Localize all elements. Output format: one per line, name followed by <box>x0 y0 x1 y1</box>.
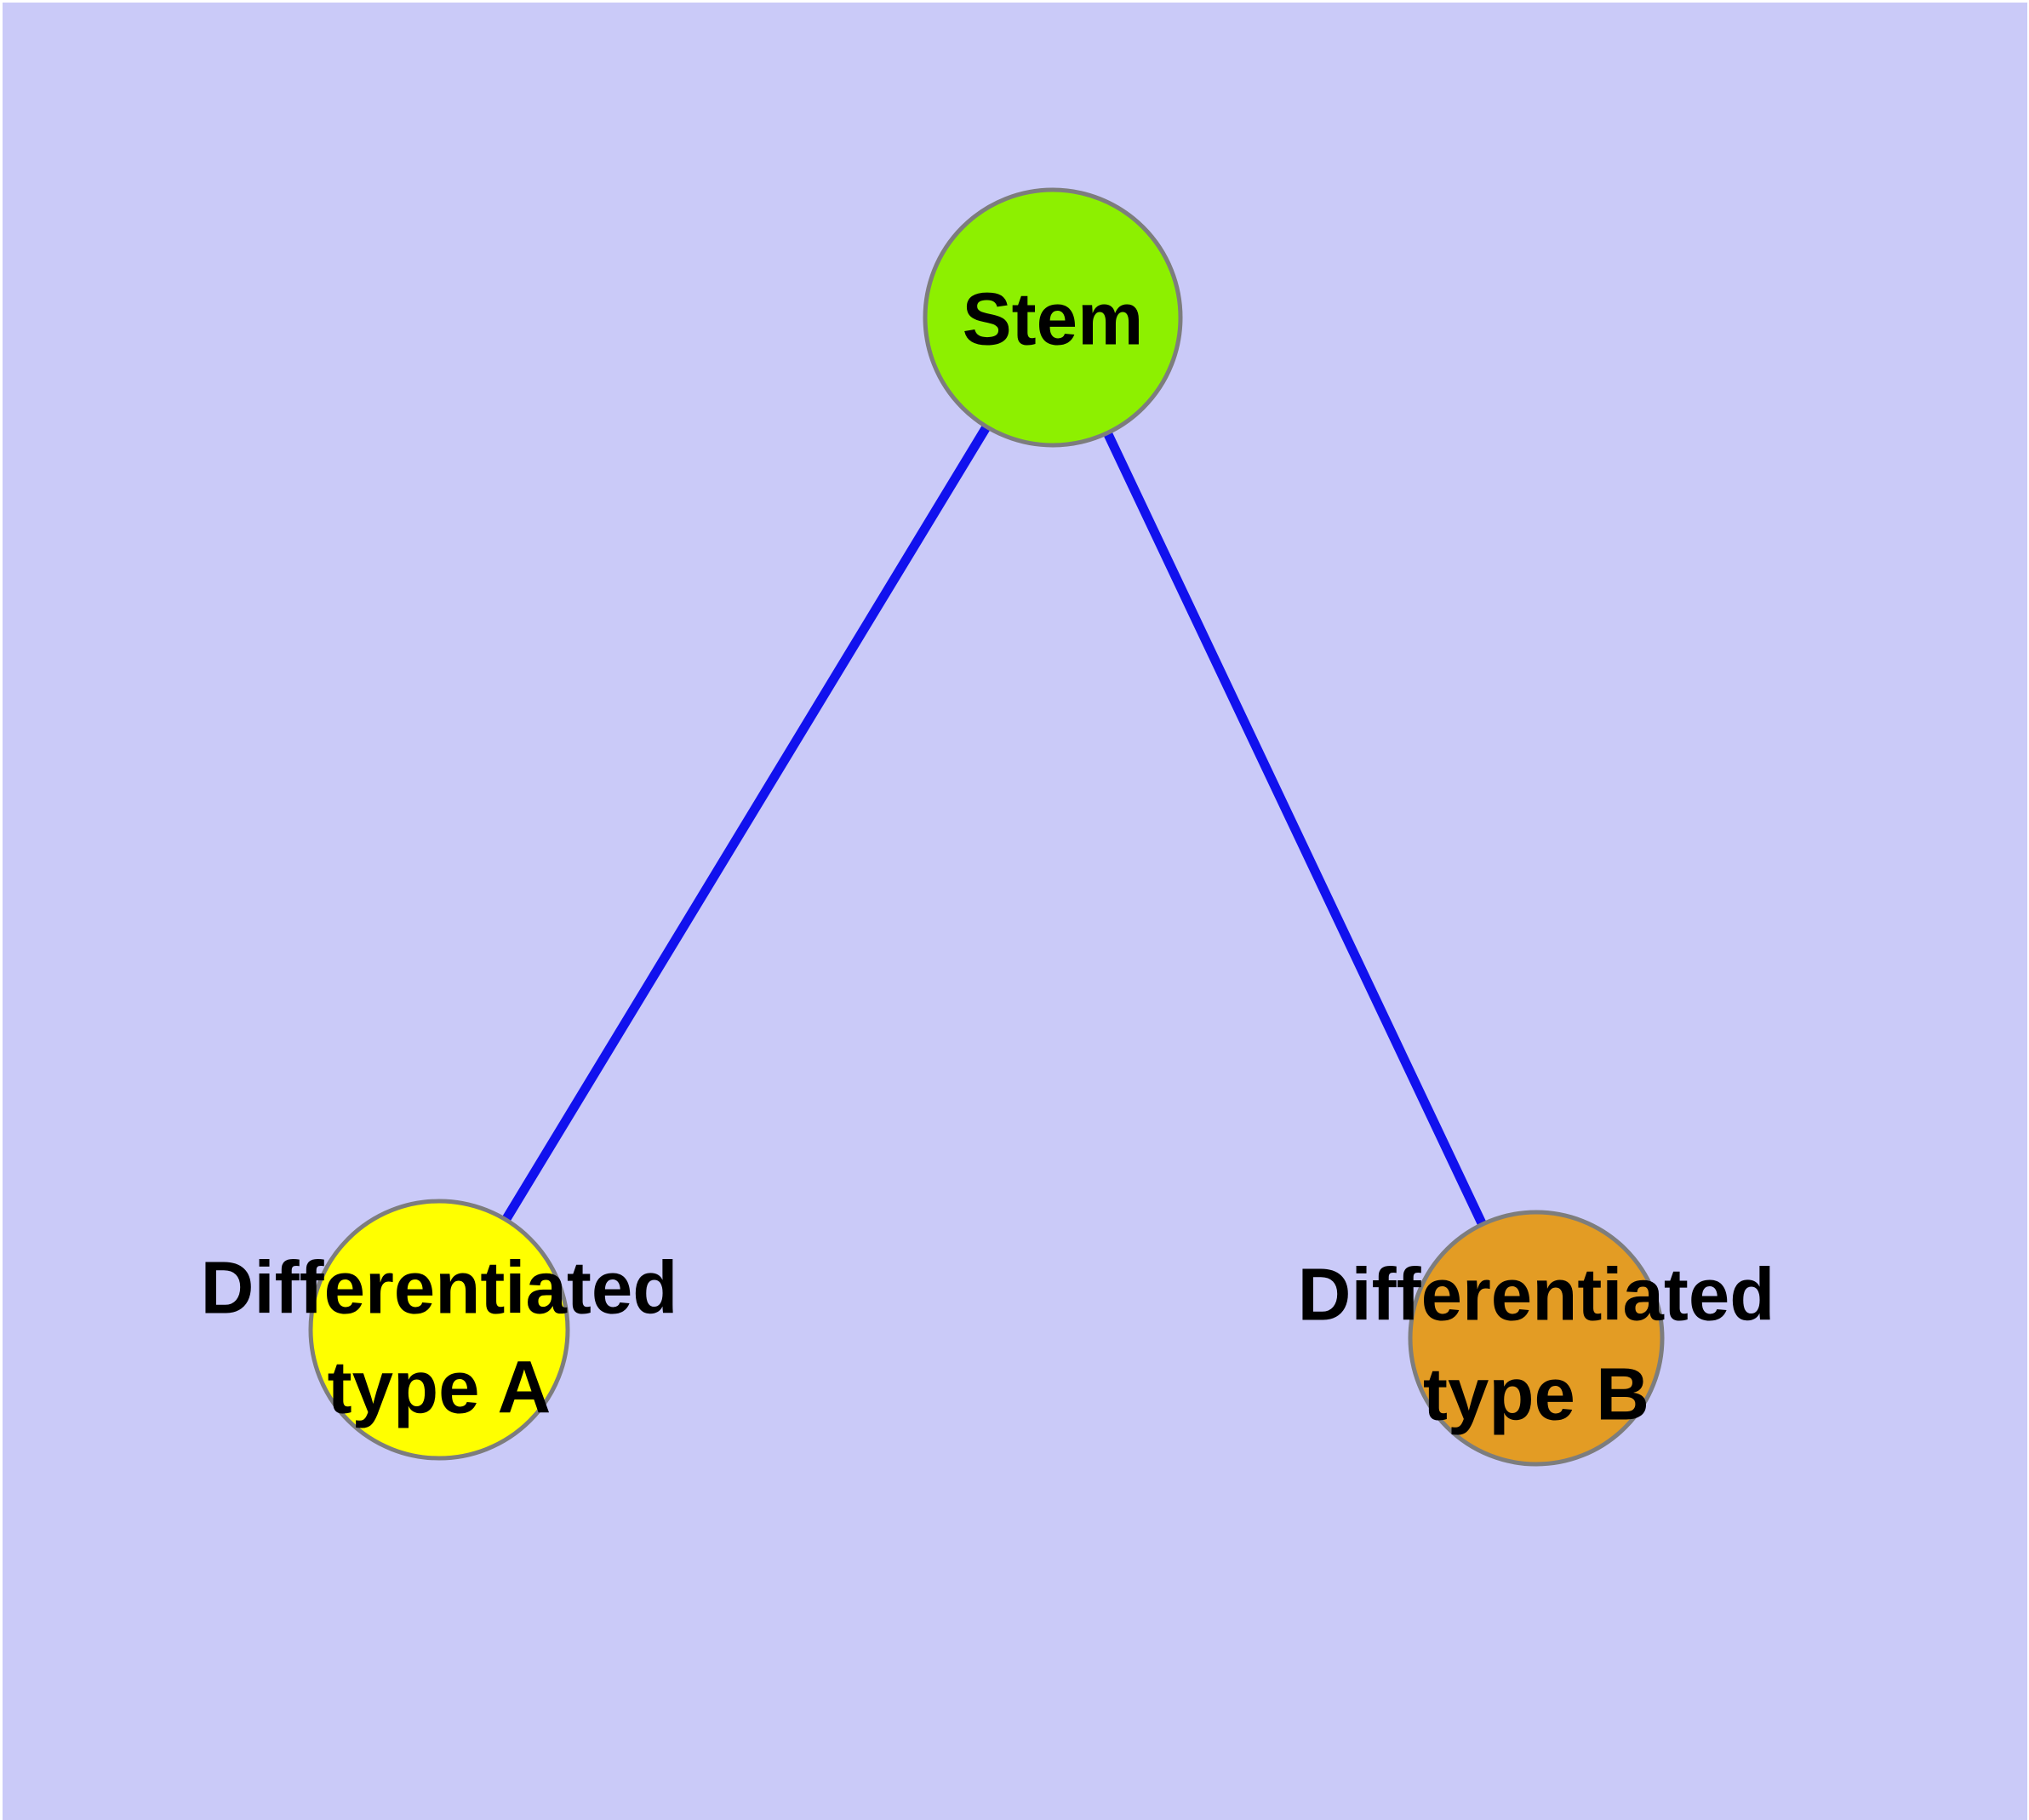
edge-stem-to-type-a <box>435 315 1057 1332</box>
node-differentiated-type-b-circle <box>1408 1210 1665 1467</box>
node-group <box>308 187 1665 1467</box>
node-differentiated-type-b-label: Differentiated type B <box>1297 1253 1775 1435</box>
edge-stem-to-type-b <box>1049 315 1540 1341</box>
node-stem-label: Stem <box>962 278 1144 361</box>
node-differentiated-type-a-circle <box>308 1199 570 1461</box>
edge-group <box>435 315 1540 1341</box>
node-differentiated-type-a-label: Differentiated type A <box>200 1246 678 1428</box>
node-stem-circle <box>923 187 1183 448</box>
